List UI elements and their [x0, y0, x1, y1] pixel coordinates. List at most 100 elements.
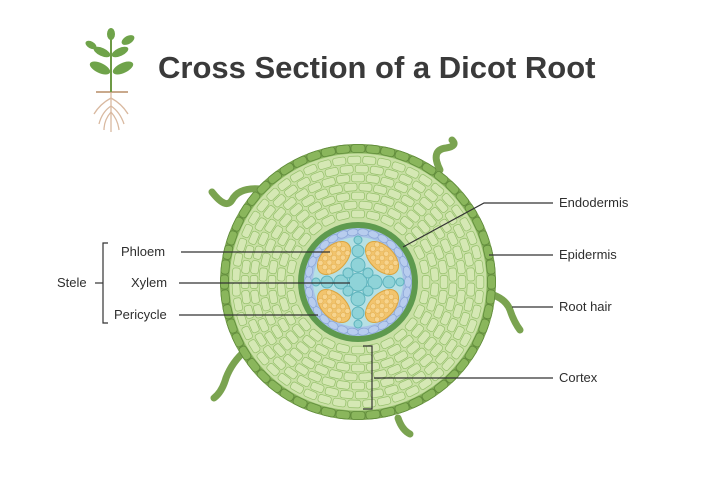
- cortex-cell: [240, 275, 250, 289]
- label-phloem: Phloem: [121, 244, 166, 259]
- cortex-cell: [236, 237, 248, 253]
- cortex-cell: [411, 226, 424, 240]
- epidermis-cell: [365, 409, 381, 420]
- cortex-cell: [336, 380, 351, 390]
- cortex-cell: [321, 357, 336, 369]
- cortex-cell: [231, 267, 241, 282]
- cortex-cell: [286, 290, 297, 305]
- cortex-cells: [231, 155, 485, 409]
- cortex-cell: [351, 363, 365, 373]
- cortex-cell: [373, 184, 388, 195]
- root-hair: [208, 185, 272, 208]
- cortex-cell: [400, 194, 415, 208]
- cortex-cell: [268, 289, 279, 304]
- epidermis-cell: [421, 388, 437, 402]
- cortex-cell: [343, 182, 358, 192]
- cortex-cell: [435, 351, 449, 365]
- cortex-cell: [451, 204, 464, 219]
- cortex-cell: [411, 180, 426, 193]
- cortex-cell: [369, 388, 384, 399]
- cortex-cell: [432, 324, 446, 339]
- cortex-cell: [377, 396, 392, 407]
- label-xylem: Xylem: [131, 275, 168, 290]
- cortex-cell: [439, 331, 452, 346]
- cortex-cell: [405, 166, 420, 179]
- cortex-cell: [277, 373, 292, 386]
- epidermis-cell: [335, 409, 351, 420]
- cortex-cell: [279, 252, 290, 267]
- cortex-cell: [362, 156, 377, 166]
- cortex-cell: [394, 350, 408, 363]
- cortex-cell: [380, 176, 395, 188]
- epidermis-cell: [226, 230, 238, 246]
- epidermis-cell: [482, 244, 494, 260]
- pericycle-cells: [304, 228, 412, 336]
- cortex-cell: [241, 325, 253, 341]
- cortex-cell: [314, 188, 329, 200]
- epidermis-cell: [292, 396, 308, 409]
- cortex-cell: [254, 217, 267, 232]
- cortex-cell: [373, 203, 388, 214]
- cortex-cell: [328, 184, 343, 195]
- cortex-cell: [398, 173, 413, 186]
- cortex-cell: [292, 324, 305, 338]
- cortex-cell: [351, 173, 365, 183]
- cortex-cell: [452, 304, 464, 319]
- cortex-cell: [407, 188, 422, 201]
- cortex-cell: [296, 176, 311, 189]
- leader-lines: [95, 202, 553, 410]
- cortex-cell: [285, 219, 299, 234]
- cortex-cell: [264, 331, 277, 346]
- cortex-cell: [343, 372, 358, 382]
- cortex-cell: [412, 203, 427, 217]
- cortex-cell: [446, 231, 459, 246]
- cortex-cell: [336, 192, 351, 203]
- cortex-cell: [290, 381, 304, 394]
- phloem-bundle: [317, 289, 351, 323]
- cortex-cell: [471, 304, 482, 319]
- cortex-cell: [292, 226, 305, 240]
- xylem-vessel: [350, 291, 366, 307]
- epidermis-cell: [380, 146, 396, 158]
- epidermis-cell: [256, 369, 271, 384]
- epidermis-cell: [478, 318, 490, 334]
- cortex-cell: [231, 282, 241, 297]
- cortex-cell: [394, 201, 408, 214]
- cortex-cell: [303, 388, 318, 400]
- cortex-cell: [286, 259, 297, 274]
- cortex-cell: [474, 260, 484, 274]
- cortex-cell: [423, 213, 437, 228]
- epidermis-cell: [279, 388, 295, 402]
- cortex-cell: [284, 184, 298, 198]
- cortex-cell: [272, 343, 286, 357]
- cortex-cell: [369, 165, 384, 176]
- epidermis-cell: [434, 379, 449, 394]
- cortex-cell: [339, 165, 354, 175]
- epidermis-cell: [380, 406, 396, 418]
- cortex-cell: [366, 210, 381, 221]
- cortex-cell: [413, 304, 426, 319]
- cortex-cell: [406, 209, 421, 223]
- cortex-cell: [445, 252, 456, 267]
- epidermis-cell: [306, 150, 322, 162]
- cortex-cell: [420, 238, 432, 253]
- cortex-cell: [466, 267, 476, 282]
- cortex-cell: [307, 181, 322, 194]
- cortex-cell: [453, 224, 465, 239]
- cortex-cell: [474, 290, 484, 304]
- cortex-cell: [413, 245, 426, 260]
- epidermis-cell: [472, 332, 485, 348]
- phloem-bundle: [317, 241, 351, 275]
- epidermis-cell: [485, 259, 496, 275]
- cortex-cell: [296, 375, 311, 388]
- cortex-cell: [295, 209, 310, 223]
- cortex-cell: [407, 363, 422, 376]
- cortex-cell: [426, 318, 439, 332]
- cortex-cell: [380, 357, 395, 369]
- cortex-cell: [272, 207, 286, 221]
- pericycle-cell: [304, 276, 312, 288]
- cortex-cell: [279, 213, 293, 228]
- cortex-cell: [424, 361, 438, 375]
- cortex-cell: [279, 336, 293, 351]
- label-stele: Stele: [57, 275, 87, 290]
